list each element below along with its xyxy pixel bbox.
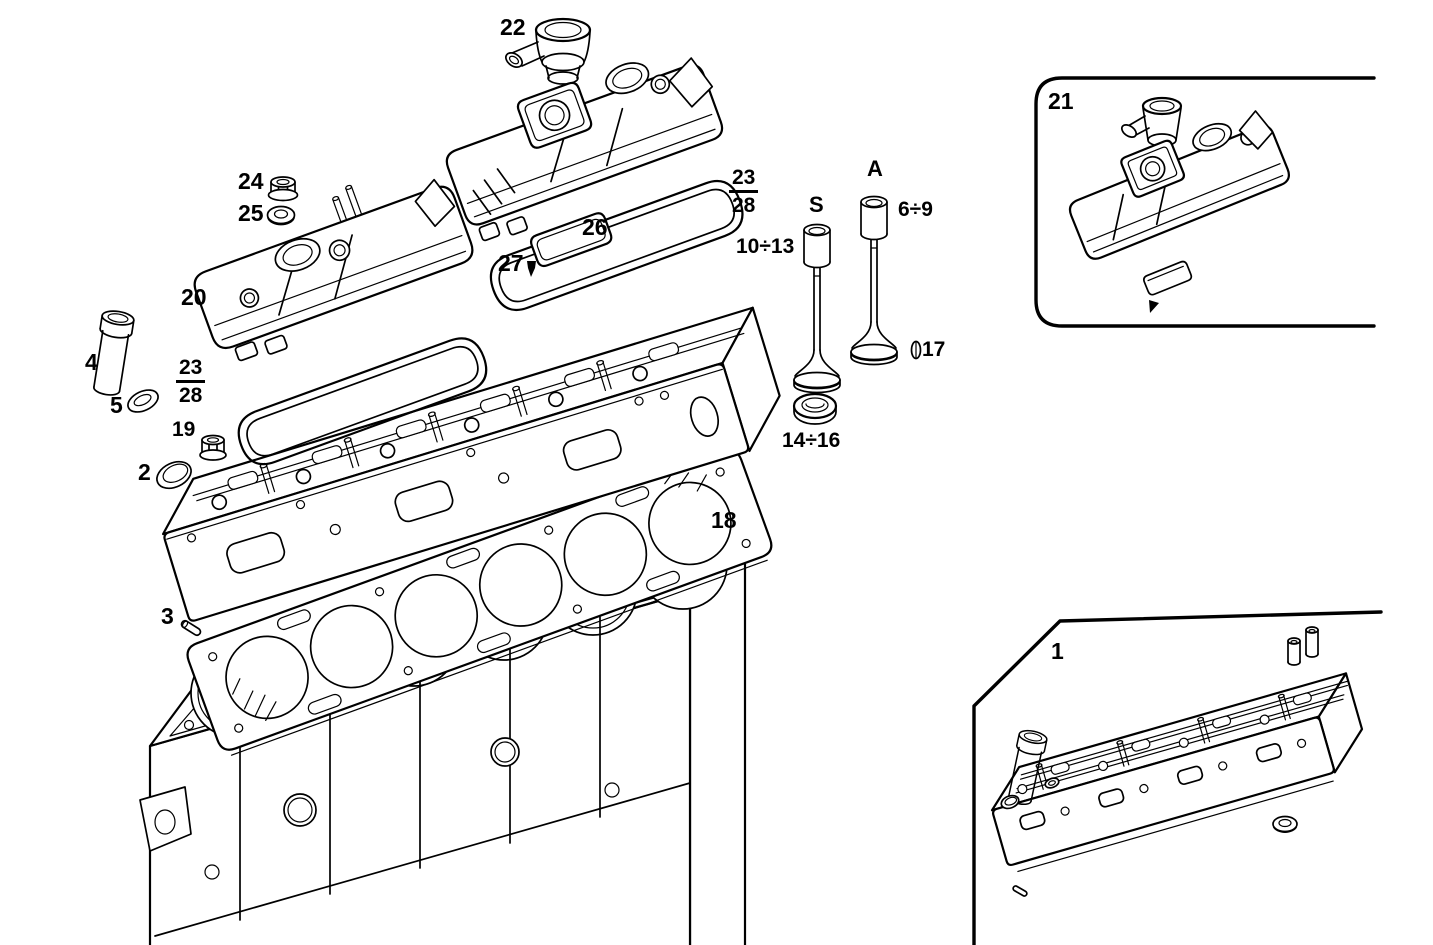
dowel-inset-drawing <box>1012 885 1028 897</box>
plug-inset-drawing <box>1000 794 1020 810</box>
inset-21-border <box>1034 76 1376 328</box>
inset-21-content <box>1068 96 1291 313</box>
valve-intake-drawing <box>793 223 841 394</box>
tappet-drawing <box>1305 626 1319 658</box>
valve-cover-front-gasket-drawing <box>237 337 488 466</box>
spring-seat-drawing <box>792 392 838 425</box>
valve-cover-front-drawing <box>193 178 474 362</box>
cap-nut-drawing <box>267 176 299 202</box>
inset-1-border <box>972 610 1383 945</box>
oil-filler-cap-drawing <box>505 17 592 85</box>
valve-exhaust-drawing <box>850 195 898 366</box>
arrow-icon <box>1149 300 1159 313</box>
washer-drawing <box>266 205 296 226</box>
valve-keeper-drawing <box>910 340 922 360</box>
breather-plate-drawing <box>529 212 613 268</box>
gasket-plate-drawing <box>1143 260 1193 296</box>
tappet-drawing <box>1287 637 1301 666</box>
ring-inset-drawing <box>1044 777 1060 789</box>
screw-drawing <box>527 261 536 277</box>
valve-cover-rear-drawing <box>445 57 724 242</box>
cup-plug-drawing <box>156 460 192 490</box>
cylinder-head-assembly-drawing <box>990 672 1364 873</box>
washer-inset-drawing <box>1272 815 1298 833</box>
dowel-drawing <box>180 619 202 637</box>
valve-guide-drawing <box>89 308 136 398</box>
valve-cover-rear-gasket-drawing <box>489 179 744 312</box>
seal-ring-drawing <box>127 389 159 413</box>
cylinder-head-drawing <box>162 306 781 622</box>
inset-1-content <box>990 626 1364 897</box>
nut-drawing <box>199 434 227 461</box>
filler-neck-drawing <box>1120 96 1183 147</box>
valve-cover-inset-drawing <box>1068 110 1291 260</box>
